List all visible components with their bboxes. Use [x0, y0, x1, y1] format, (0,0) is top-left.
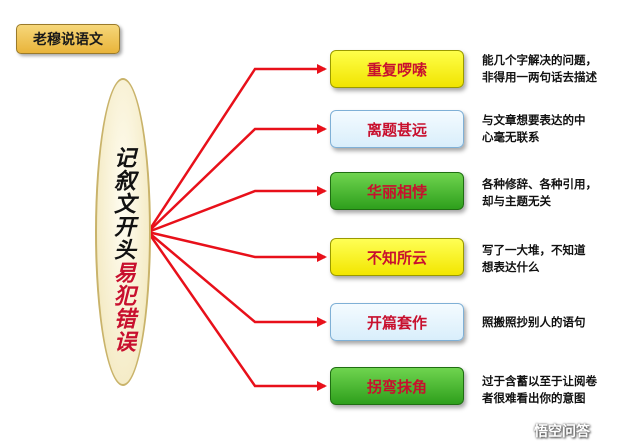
desc-5: 照搬照抄别人的语句 — [482, 314, 632, 331]
desc-3: 各种修辞、各种引用， 却与主题无关 — [482, 176, 632, 210]
desc-4-line1: 写了一大堆，不知道 — [482, 243, 586, 257]
desc-2-line2: 心毫无联系 — [482, 130, 540, 144]
error-box-2: 离题甚远 — [330, 110, 464, 148]
desc-4: 写了一大堆，不知道 想表达什么 — [482, 242, 632, 276]
connector-6 — [146, 231, 327, 391]
desc-2-line1: 与文章想要表达的中 — [482, 113, 586, 127]
center-title-black: 记叙文开头 — [110, 146, 136, 261]
center-title: 记叙文开头易犯错误 — [108, 146, 138, 353]
watermark: 悟空问答 — [512, 420, 590, 442]
error-box-5: 开篇套作 — [330, 303, 464, 341]
watermark-text: 悟空问答 — [534, 424, 590, 440]
connector-2 — [147, 124, 327, 233]
desc-3-line1: 各种修辞、各种引用， — [482, 177, 597, 191]
connector-4 — [147, 230, 327, 262]
connector-3 — [147, 186, 327, 234]
desc-2: 与文章想要表达的中 心毫无联系 — [482, 112, 632, 146]
error-box-4: 不知所云 — [330, 238, 464, 276]
author-badge: 老穆说语文 — [16, 24, 120, 54]
desc-6: 过于含蓄以至于让阅卷 者很难看出你的意图 — [482, 373, 632, 407]
desc-5-line1: 照搬照抄别人的语句 — [482, 315, 586, 329]
error-box-1: 重复啰嗦 — [330, 50, 464, 88]
desc-6-line2: 者很难看出你的意图 — [482, 391, 586, 405]
connector-1 — [146, 64, 327, 233]
error-box-6: 拐弯抹角 — [330, 367, 464, 405]
desc-1-line2: 非得用一两句话去描述 — [482, 70, 597, 84]
desc-6-line1: 过于含蓄以至于让阅卷 — [482, 374, 597, 388]
desc-3-line2: 却与主题无关 — [482, 194, 551, 208]
desc-1-line1: 能几个字解决的问题， — [482, 53, 597, 67]
center-title-red: 易犯错误 — [110, 261, 136, 353]
center-ellipse — [95, 78, 151, 386]
error-box-3: 华丽相悖 — [330, 172, 464, 210]
connector-5 — [147, 231, 327, 327]
wukong-logo-icon — [512, 422, 530, 440]
desc-1: 能几个字解决的问题， 非得用一两句话去描述 — [482, 52, 632, 86]
desc-4-line2: 想表达什么 — [482, 260, 540, 274]
